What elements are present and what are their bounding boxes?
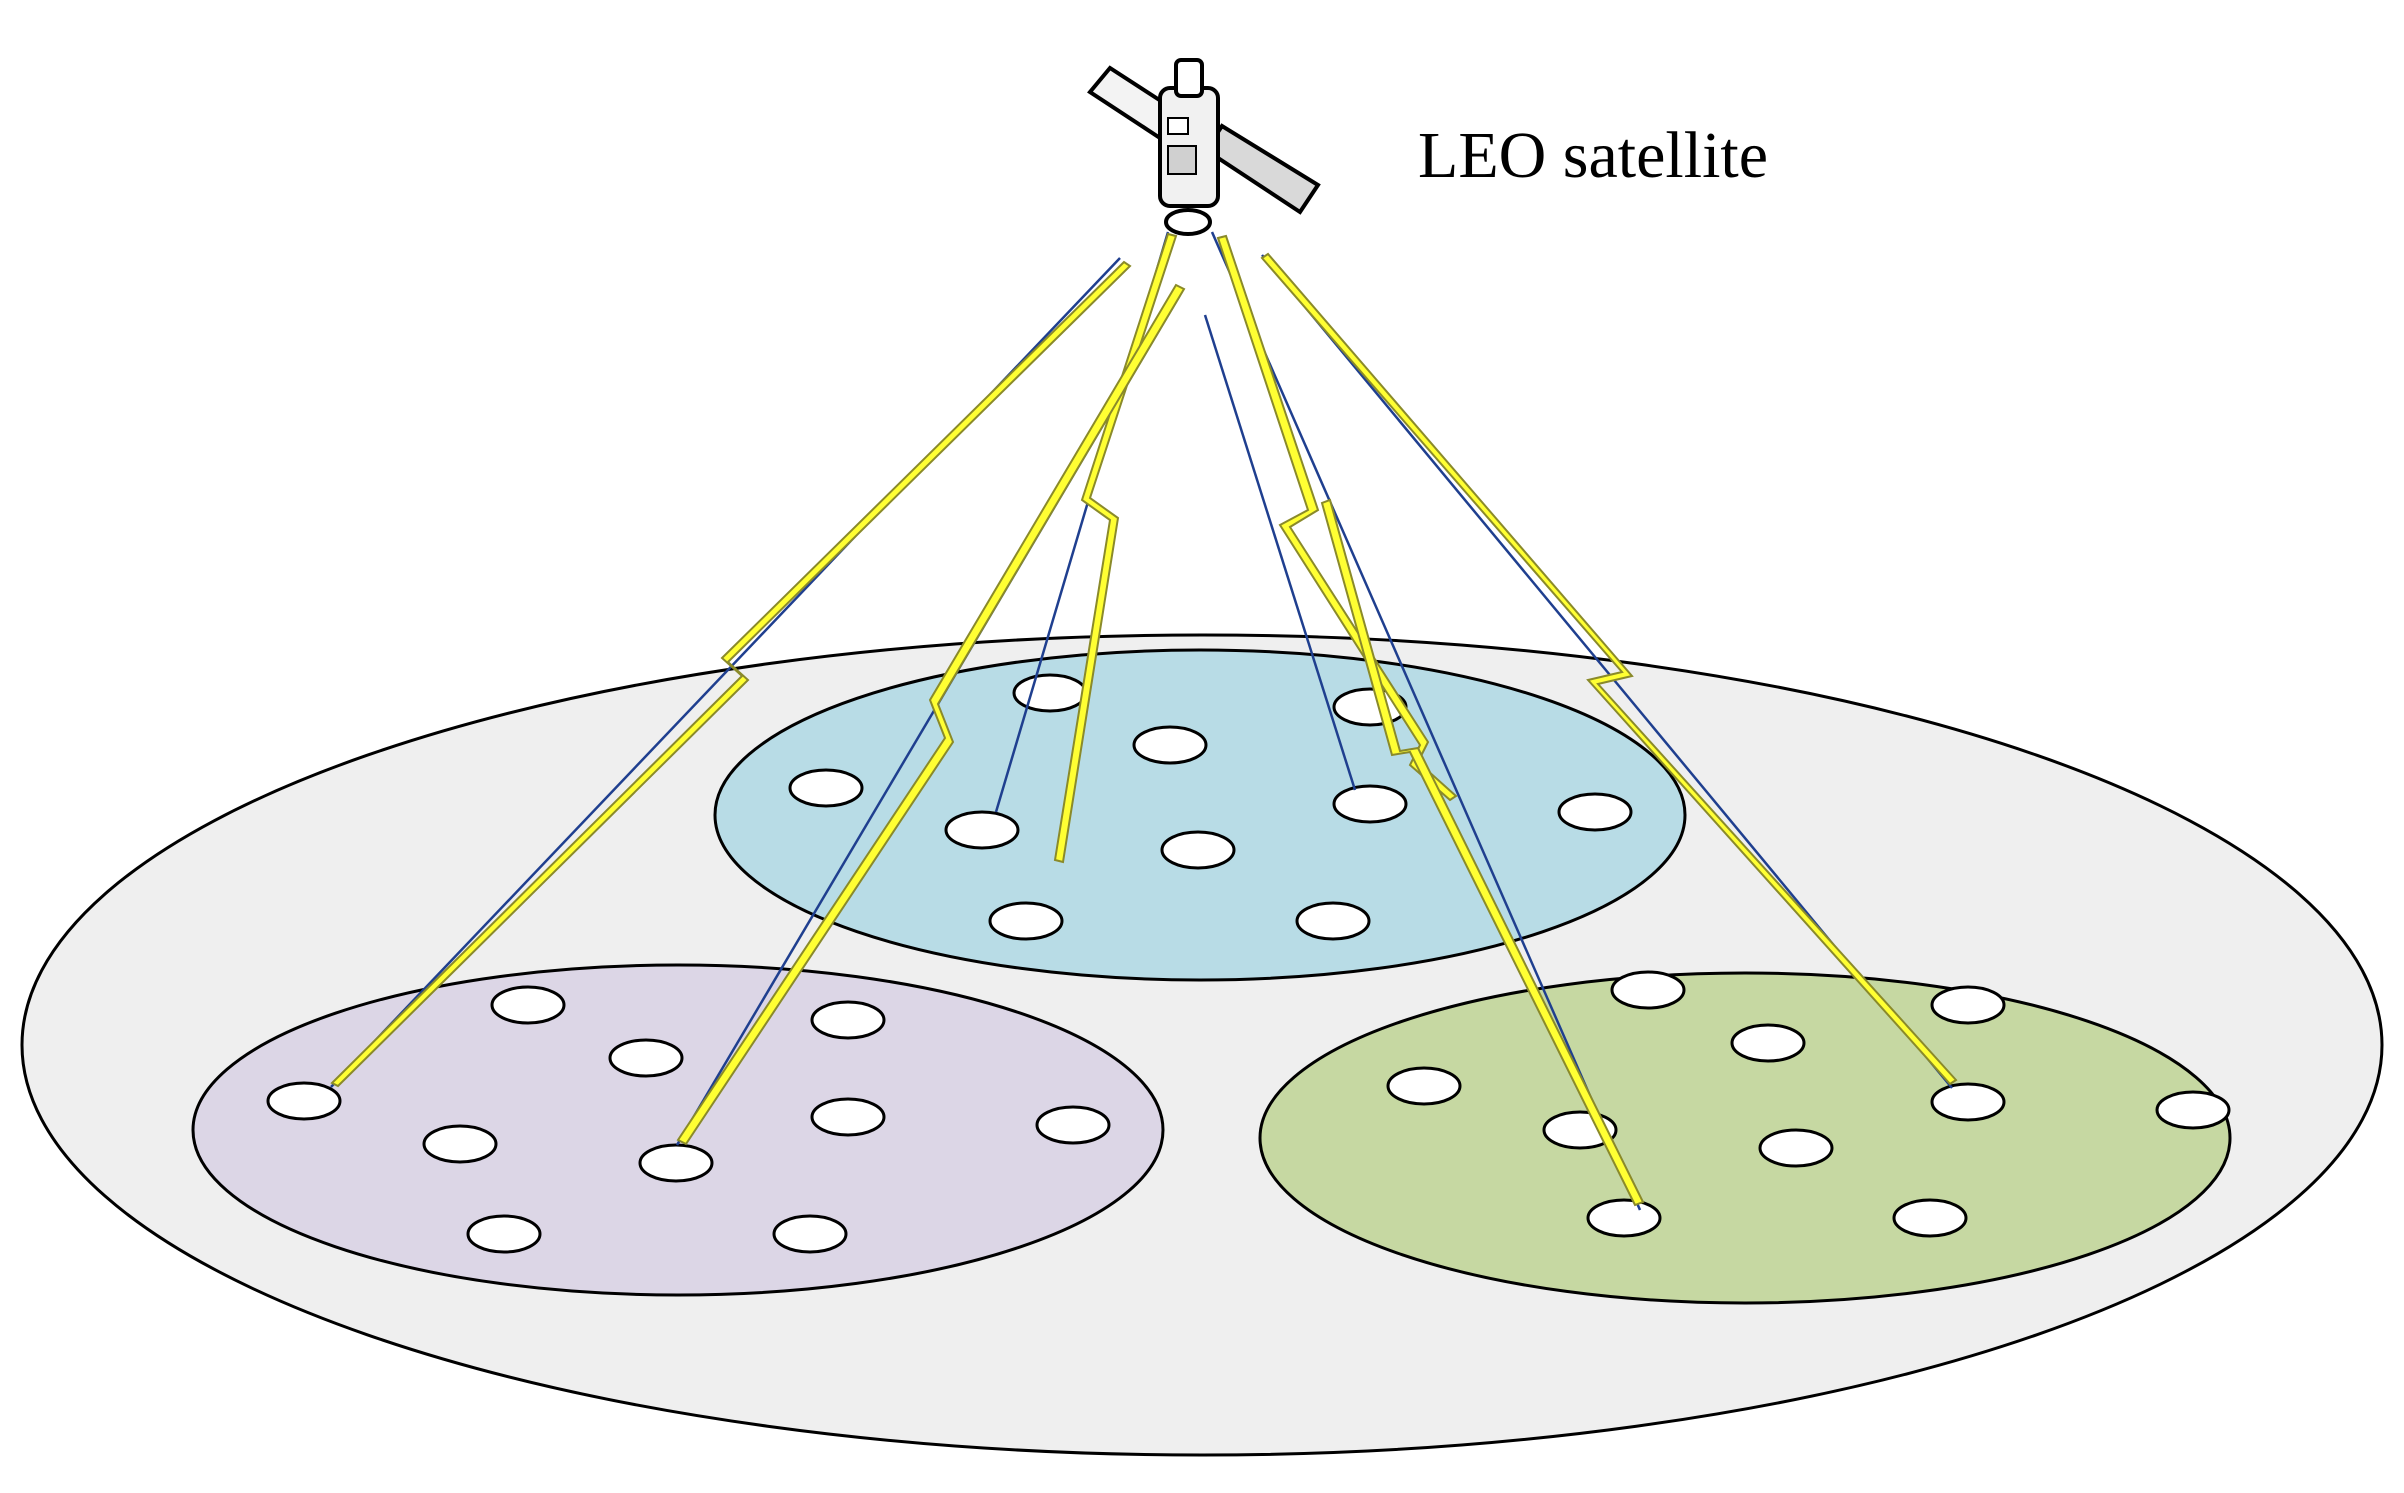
user-terminal [638,1143,714,1183]
users-green [1386,970,2231,1238]
user-terminal [1132,725,1208,765]
user-terminal [422,1124,498,1164]
user-terminal [810,1097,886,1137]
user-terminal [1730,1023,1806,1063]
satellite-top-antenna [1174,58,1204,98]
user-terminal [1386,1066,1462,1106]
user-terminal [1892,1198,1968,1238]
satellite-dish [1164,208,1212,236]
cluster-green [1258,971,2232,1305]
user-terminal [988,901,1064,941]
lightning-bolt [330,260,1132,1088]
user-terminal [1035,1105,1111,1145]
user-terminal [490,985,566,1025]
user-terminal [1610,970,1686,1010]
user-terminal [1295,901,1371,941]
beam-line [1210,231,1642,1211]
user-terminal [1586,1198,1662,1238]
cluster-purple [191,963,1165,1297]
user-terminal [1012,673,1088,713]
satellite-window [1167,117,1189,135]
user-terminal [608,1038,684,1078]
user-terminal [1930,1082,2006,1122]
satellite-icon [1087,58,1321,236]
user-terminal [1557,792,1633,832]
user-terminal [944,810,1020,850]
user-terminal [266,1081,342,1121]
user-terminal [466,1214,542,1254]
user-terminal [1332,784,1408,824]
cluster-blue [713,648,1687,982]
lightning-bolt [1216,234,1458,802]
wireless-links [330,232,1958,1207]
user-terminal [772,1214,848,1254]
user-terminal [1758,1128,1834,1168]
user-terminal [788,768,864,808]
lightning-bolt [1053,232,1178,864]
users-blue [788,673,1633,941]
user-terminal [1930,985,2006,1025]
user-terminal [2155,1090,2231,1130]
user-terminal [810,1000,886,1040]
lightning-bolt [676,283,1186,1146]
users-purple [266,985,1111,1254]
beam-line [1203,314,1357,791]
satellite-label: LEO satellite [1418,119,1769,192]
solar-panel-right [1203,123,1321,215]
satellite-panel-detail [1167,145,1197,175]
lightning-bolt [1260,252,1958,1086]
user-terminal [1160,830,1236,870]
lightning-bolt [1320,498,1645,1207]
